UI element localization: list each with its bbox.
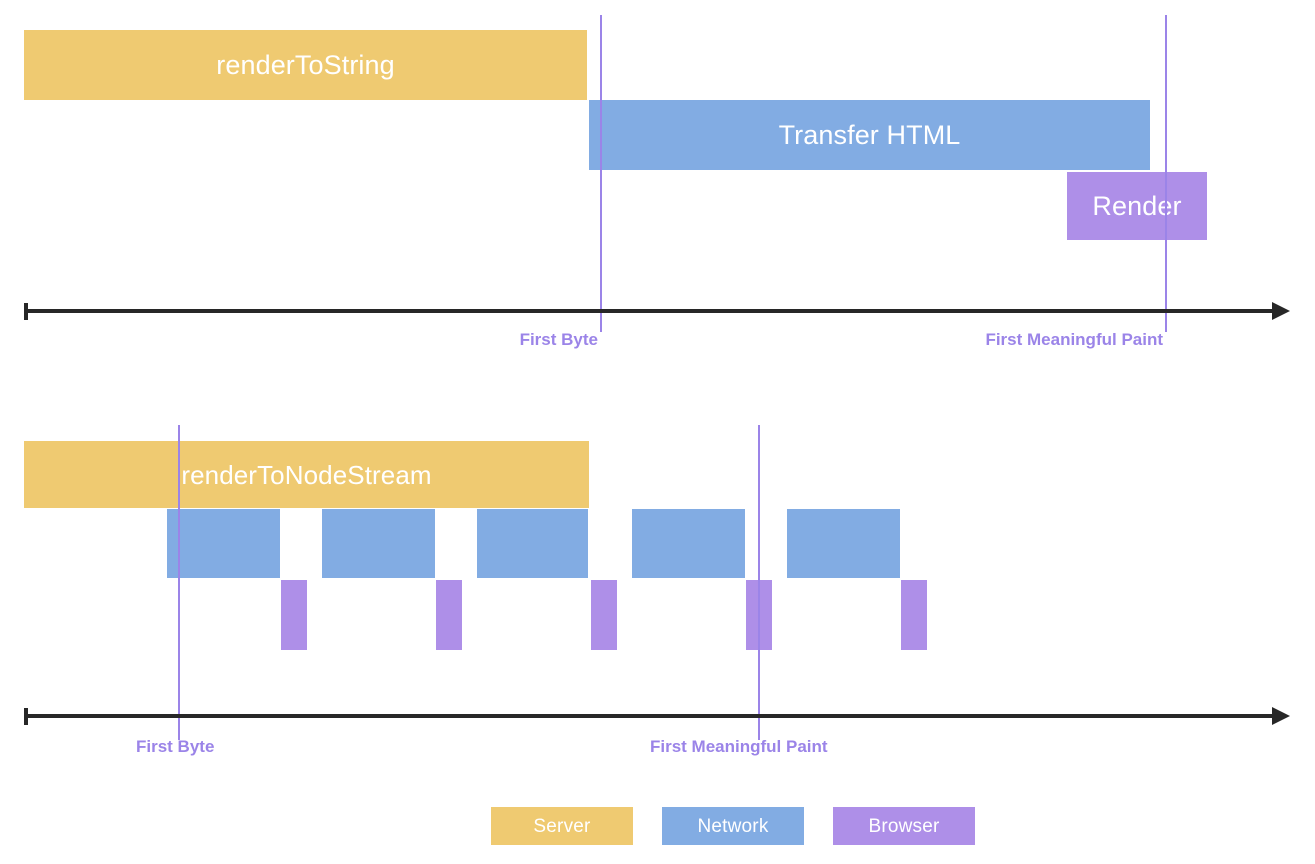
marker-label-first-meaningful-paint-bottom: First Meaningful Paint: [650, 737, 828, 756]
bar-network-chunk: [787, 509, 900, 578]
bar-browser-chunk: [281, 580, 307, 650]
marker-line-first-meaningful-paint-top: [1165, 15, 1167, 332]
legend: Server Network Browser: [491, 807, 975, 845]
legend-item-server: Server: [491, 807, 633, 845]
legend-item-network: Network: [662, 807, 804, 845]
marker-label-first-byte-top: First Byte: [519, 330, 598, 349]
legend-label-browser: Browser: [868, 815, 940, 837]
axis-line-top: [24, 309, 1274, 313]
marker-line-first-byte-bottom: [178, 425, 180, 740]
axis-line-bottom: [24, 714, 1274, 718]
bar-network-chunk: [167, 509, 280, 578]
bar-render: Render: [1067, 172, 1207, 240]
bar-browser-chunk: [901, 580, 927, 650]
axis-arrow-bottom: [1272, 707, 1290, 725]
bar-render-to-string: renderToString: [24, 30, 587, 100]
legend-item-browser: Browser: [833, 807, 975, 845]
marker-label-first-meaningful-paint-top: First Meaningful Paint: [985, 330, 1163, 349]
bar-network-chunk: [322, 509, 435, 578]
marker-line-first-meaningful-paint-bottom: [758, 425, 760, 740]
bar-browser-chunk: [591, 580, 617, 650]
marker-line-first-byte-top: [600, 15, 602, 332]
bar-transfer-html: Transfer HTML: [589, 100, 1150, 170]
bar-browser-chunk: [436, 580, 462, 650]
legend-label-server: Server: [533, 815, 591, 837]
axis-arrow-top: [1272, 302, 1290, 320]
bar-render-to-node-stream: renderToNodeStream: [24, 441, 589, 508]
bar-network-chunk: [632, 509, 745, 578]
legend-label-network: Network: [697, 815, 769, 837]
marker-label-first-byte-bottom: First Byte: [136, 737, 215, 756]
bar-network-chunk: [477, 509, 588, 578]
